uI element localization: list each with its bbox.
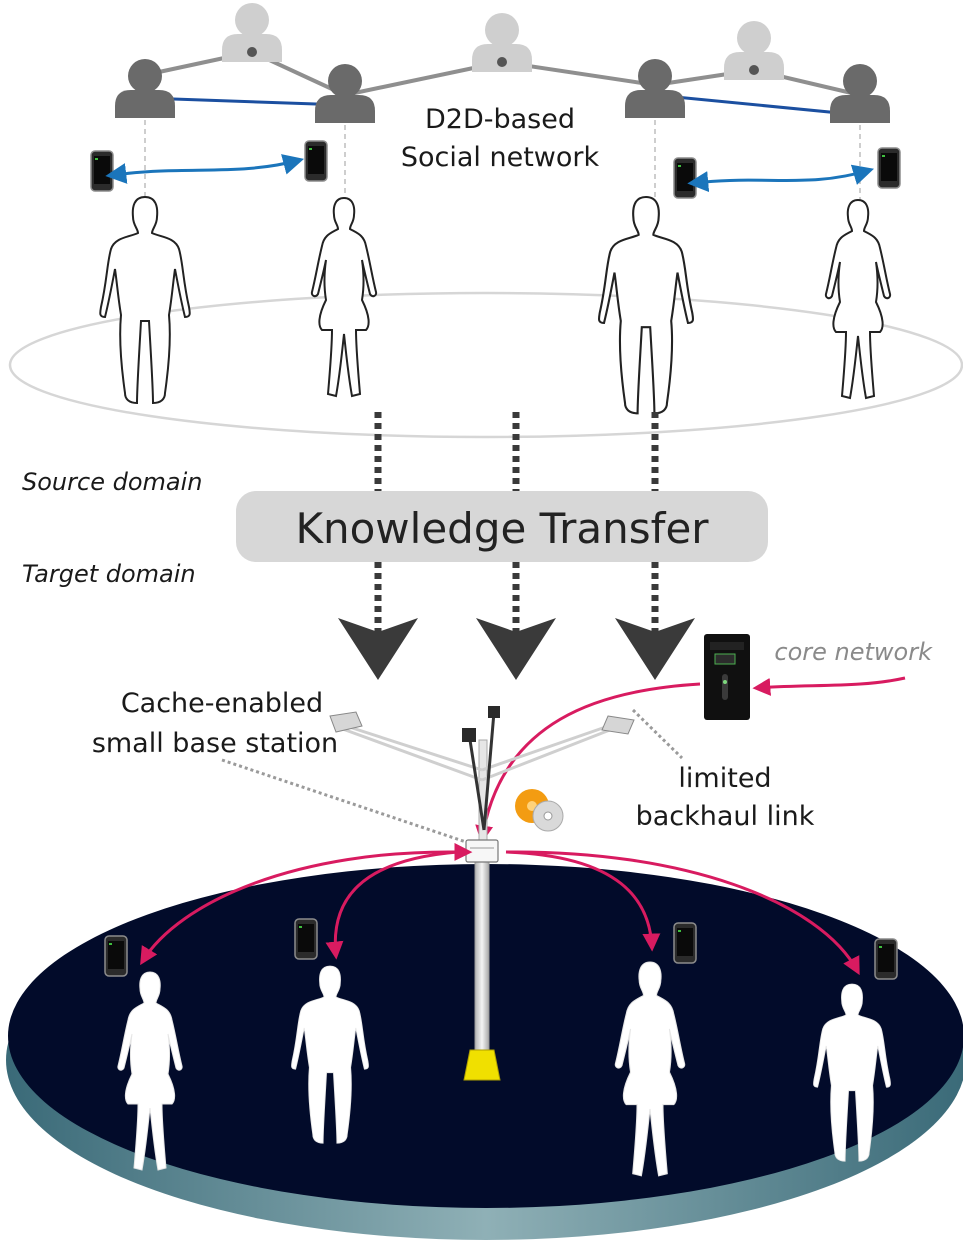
avatar-icon <box>115 59 175 118</box>
base-station-label-line1: Cache-enabled <box>121 688 323 719</box>
avatar-icon <box>830 64 890 123</box>
network-node <box>247 47 257 57</box>
base-station-pointer <box>221 758 467 844</box>
social-avatars-faded <box>222 3 784 80</box>
smartphone-icon <box>90 150 114 192</box>
cache-disc-icon <box>515 789 564 832</box>
backhaul-pointer <box>631 708 684 760</box>
backhaul-label-line2: backhaul link <box>636 801 815 832</box>
source-domain-scene: D2D-based Social network <box>8 3 963 439</box>
base-station-pole <box>329 706 635 1081</box>
source-domain-label: Source domain <box>22 468 202 496</box>
avatar-icon <box>315 64 375 123</box>
user-man-icon <box>597 195 695 415</box>
cellular-links <box>140 842 860 976</box>
target-domain-scene: core network limited backhaul link Cache… <box>6 634 963 1240</box>
backhaul-label-line1: limited <box>678 763 771 794</box>
user-woman-icon <box>824 199 892 399</box>
core-network-label: core network <box>774 638 933 666</box>
knowledge-transfer-section: Knowledge Transfer Source domain Target … <box>22 412 768 680</box>
smartphone-icon <box>304 140 328 182</box>
d2d-label-line2: Social network <box>401 142 600 173</box>
social-strong-ties <box>144 93 861 117</box>
d2d-link-left <box>105 154 305 184</box>
small-base-station-icon <box>465 839 499 863</box>
d2d-label-line1: D2D-based <box>425 104 575 135</box>
target-domain-label: Target domain <box>22 560 196 588</box>
smartphone-icon <box>673 922 697 964</box>
backhaul-link <box>475 682 701 844</box>
d2d-link-right <box>687 164 875 193</box>
avatar-icon <box>625 59 685 118</box>
knowledge-transfer-box <box>236 491 768 562</box>
network-node <box>497 57 507 67</box>
user-man-icon <box>99 196 191 404</box>
smartphone-icon <box>294 918 318 960</box>
smartphone-icon <box>104 935 128 977</box>
smartphone-icon <box>877 147 901 189</box>
source-ground-ellipse <box>8 291 963 439</box>
network-node <box>749 65 759 75</box>
transfer-arrow-heads <box>338 618 695 680</box>
core-network-link <box>752 676 906 696</box>
core-server-icon <box>704 634 750 720</box>
transfer-arrow-shafts <box>374 412 659 636</box>
knowledge-transfer-label: Knowledge Transfer <box>295 504 709 553</box>
smartphone-icon <box>673 157 697 199</box>
base-station-label-line2: small base station <box>92 728 338 759</box>
smartphone-icon <box>874 938 898 980</box>
